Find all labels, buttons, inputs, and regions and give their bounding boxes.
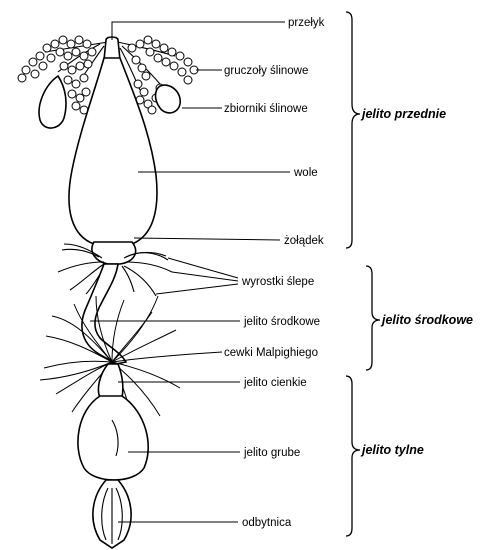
label-cewki-malpighiego: cewki Malpighiego — [224, 347, 318, 359]
esophagus — [104, 37, 120, 60]
label-zbiorniki-slinowe: zbiorniki ślinowe — [224, 103, 308, 115]
brace-foregut — [346, 12, 360, 248]
rectum — [93, 480, 131, 548]
section-label-jelito-przednie: jelito przednie — [360, 107, 446, 121]
label-zoladek: żołądek — [284, 235, 324, 247]
brace-hindgut — [346, 376, 360, 536]
leader-wyrostki-1 — [168, 258, 238, 278]
stomach — [92, 242, 136, 264]
small-intestine — [98, 364, 122, 398]
label-wyrostki-slepe: wyrostki ślepe — [241, 276, 314, 288]
label-jelito-cienkie: jelito cienkie — [243, 377, 307, 389]
large-intestine — [78, 396, 148, 480]
section-labels: jelito przednie jelito środkowe jelito t… — [360, 107, 473, 457]
section-braces — [346, 12, 380, 536]
leader-przelyk — [112, 22, 285, 40]
leader-cewki — [192, 352, 222, 354]
label-gruczoly-slinowe: gruczoły ślinowe — [224, 65, 308, 77]
salivary-reservoir-right — [156, 85, 181, 113]
crop — [69, 58, 157, 244]
label-przelyk: przełyk — [288, 17, 325, 29]
leader-wyrostki-3 — [156, 284, 238, 294]
section-label-jelito-tylne: jelito tylne — [360, 443, 424, 457]
section-label-jelito-srodkowe: jelito środkowe — [380, 313, 473, 327]
leader-wyrostki-2 — [172, 272, 238, 281]
label-jelito-grube: jelito grube — [243, 447, 300, 459]
label-wole: wole — [293, 167, 318, 179]
leader-zoladek — [134, 238, 280, 240]
brace-midgut — [366, 266, 380, 370]
label-jelito-srodkowe-part: jelito środkowe — [243, 316, 320, 328]
label-odbytnica: odbytnica — [242, 517, 292, 529]
salivary-reservoir-left — [39, 76, 66, 128]
